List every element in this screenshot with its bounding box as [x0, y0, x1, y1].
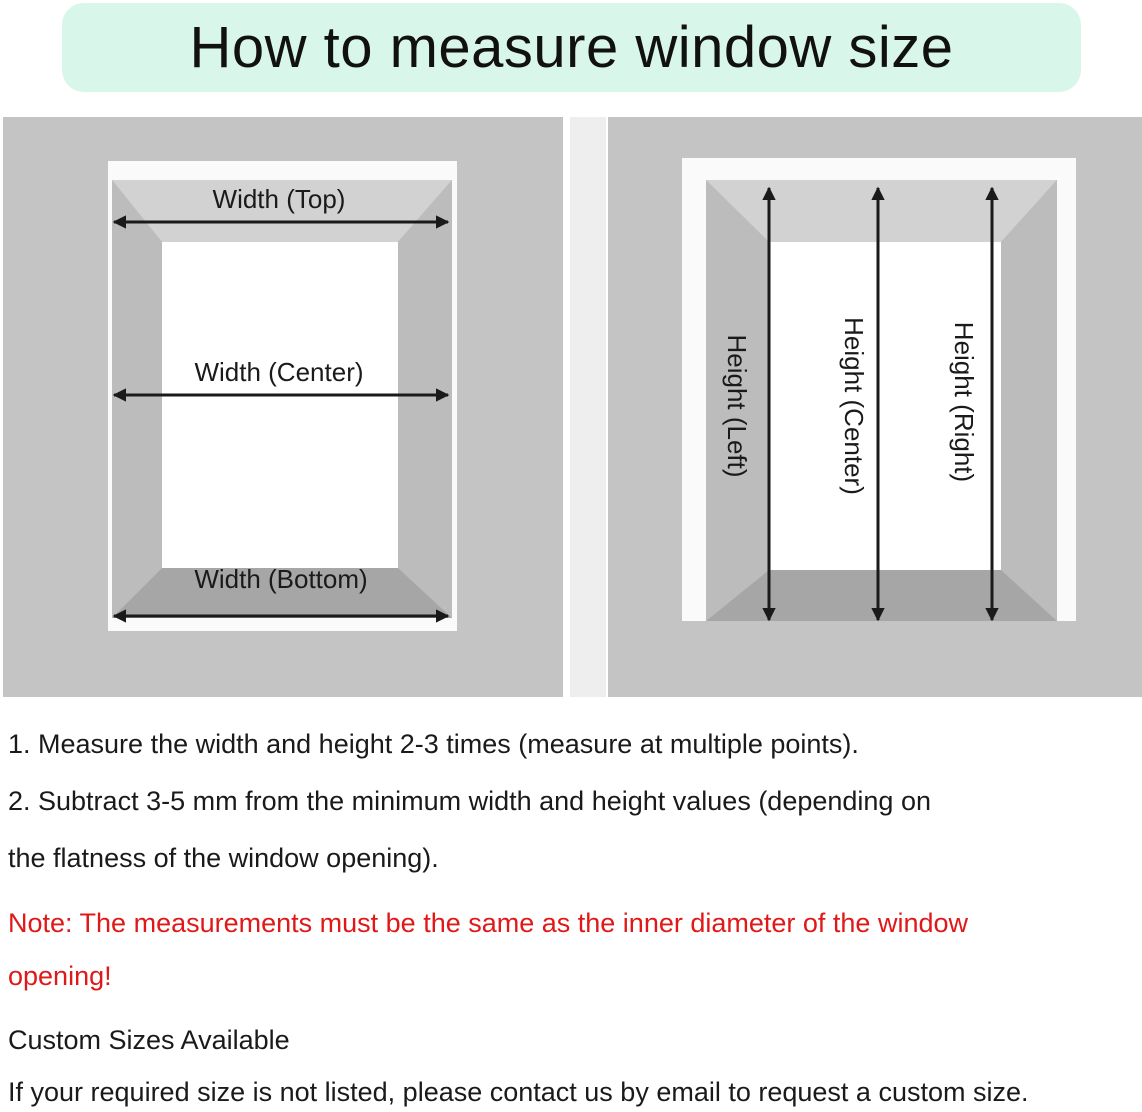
height-center-label: Height (Center): [839, 317, 869, 495]
bevel-side-left-2: [706, 180, 769, 621]
custom-sizes-text: If your required size is not listed, ple…: [8, 1077, 1029, 1107]
note-line-1: Note: The measurements must be the same …: [8, 908, 968, 938]
bevel-side-left: [112, 180, 162, 618]
note-line-2: opening!: [8, 961, 112, 991]
diagram-svg: Width (Top) Width (Center) Width (Bottom…: [3, 117, 1142, 697]
height-right-label: Height (Right): [949, 322, 979, 482]
bevel-bottom-left: [112, 568, 452, 618]
bevel-side-right-2: [1001, 180, 1057, 621]
instruction-step-2-line-1: 2. Subtract 3-5 mm from the minimum widt…: [8, 786, 931, 816]
glass-left: [162, 242, 398, 568]
width-center-label: Width (Center): [194, 357, 363, 387]
custom-sizes-title: Custom Sizes Available: [8, 1025, 290, 1055]
bevel-side-right: [398, 180, 452, 618]
width-top-label: Width (Top): [213, 184, 346, 214]
measurement-diagram: Width (Top) Width (Center) Width (Bottom…: [0, 114, 1142, 700]
title-banner: How to measure window size: [62, 3, 1081, 92]
glass-right: [769, 242, 1001, 570]
width-panel: Width (Top) Width (Center) Width (Bottom…: [3, 117, 563, 697]
page-title: How to measure window size: [189, 15, 954, 80]
height-left-label: Height (Left): [722, 334, 752, 477]
panel-divider: [570, 117, 606, 697]
instruction-step-1: 1. Measure the width and height 2-3 time…: [8, 729, 859, 759]
height-panel: Height (Left) Height (Center) Height (Ri…: [608, 117, 1142, 697]
width-bottom-label: Width (Bottom): [194, 564, 367, 594]
instruction-step-2-line-2: the flatness of the window opening).: [8, 843, 439, 873]
